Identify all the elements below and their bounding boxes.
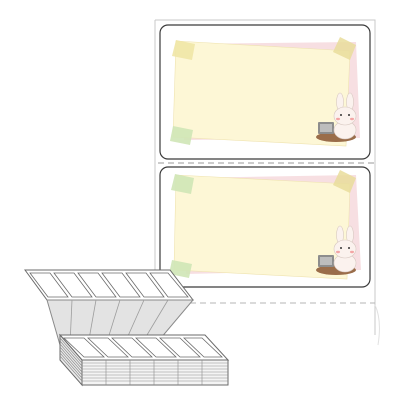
rabbit-cheek-right [350,250,354,254]
label-stack-icon [24,269,230,387]
rabbit-cheek-left [336,117,340,121]
tape-strip-yellow-right [333,37,356,60]
laptop-screen [320,257,332,265]
rabbit-head [333,239,357,259]
label-sheet [154,19,380,346]
rabbit-eye-right [348,247,350,249]
rabbit-eye-left [340,114,342,116]
tape-strip-green [171,174,194,194]
stack-left-lines [59,337,83,382]
rabbit-eye-left [340,247,342,249]
sheet-outline [155,19,376,335]
stack-top-labels [62,337,224,358]
tape-strip-green [170,126,193,145]
label-top [159,24,371,160]
sheet-reflection [374,304,380,346]
tape-strip-yellow [172,40,195,60]
rabbit-cheek-right [350,117,354,121]
rabbit-cheek-left [336,250,340,254]
rabbit-laptop-icon [316,225,357,275]
rabbit-eye-right [348,114,350,116]
rabbit-head [333,106,357,126]
tape-strip-green-bottom [169,260,192,278]
label-bottom [159,166,371,288]
rabbit-laptop-icon [316,92,357,142]
sticky-note [172,40,351,147]
sticky-note [173,174,351,280]
tape-strip-yellow-right [333,170,356,193]
fanfold-top-labels [29,272,189,298]
stack-sheet-lines [82,360,228,385]
laptop-screen [320,124,332,132]
